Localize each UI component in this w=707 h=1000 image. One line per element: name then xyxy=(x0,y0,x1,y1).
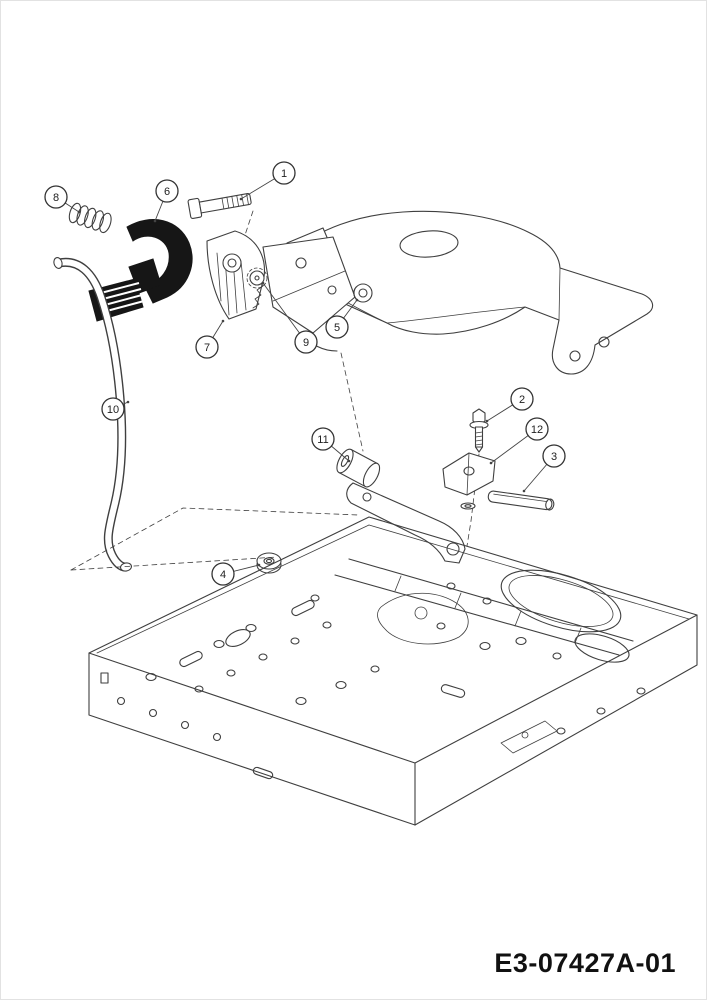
callout-layer: 1 8 6 7 9 5 10 11 2 12 3 4 xyxy=(44,161,566,586)
bushing-part xyxy=(336,448,381,488)
callout-8: 8 xyxy=(44,185,81,214)
lever-arm-part xyxy=(346,482,466,564)
callout-11: 11 xyxy=(311,427,351,463)
callout-5: 5 xyxy=(325,298,359,339)
svg-text:4: 4 xyxy=(220,569,226,581)
svg-text:5: 5 xyxy=(334,322,340,334)
svg-text:11: 11 xyxy=(317,434,328,446)
callout-1: 1 xyxy=(239,161,296,201)
shaft-part xyxy=(487,490,555,511)
callout-10: 10 xyxy=(101,397,130,421)
frame-part xyxy=(88,516,698,826)
svg-text:7: 7 xyxy=(204,342,210,354)
callout-4: 4 xyxy=(211,562,261,586)
callout-2: 2 xyxy=(485,387,534,423)
callout-7: 7 xyxy=(195,319,225,359)
construction-line-bracket xyxy=(340,352,364,452)
callout-6: 6 xyxy=(153,179,179,223)
svg-text:6: 6 xyxy=(164,186,170,198)
svg-text:1: 1 xyxy=(281,168,287,180)
callout-9: 9 xyxy=(261,281,318,354)
spacer-part xyxy=(353,283,373,303)
construction-line-nut xyxy=(70,556,278,571)
callout-12: 12 xyxy=(489,417,549,465)
screw-part xyxy=(469,408,489,453)
small-bracket-part xyxy=(442,452,496,510)
rod-part xyxy=(53,257,133,572)
svg-text:8: 8 xyxy=(53,192,59,204)
callout-3: 3 xyxy=(522,444,566,493)
svg-text:3: 3 xyxy=(551,451,557,463)
svg-text:2: 2 xyxy=(519,394,525,406)
part-number-label: E3-07427A-01 xyxy=(494,948,676,978)
svg-text:12: 12 xyxy=(531,424,543,436)
gear-part xyxy=(246,267,268,289)
construction-line-rod xyxy=(70,507,360,571)
svg-text:10: 10 xyxy=(107,404,119,416)
svg-text:9: 9 xyxy=(303,337,309,349)
pivot-bolt-part xyxy=(187,192,252,220)
spring-part xyxy=(68,202,112,234)
